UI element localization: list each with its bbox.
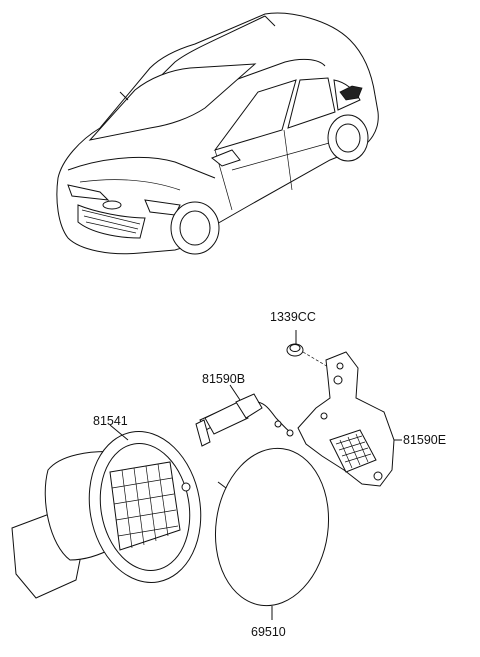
label-81541: 81541 [93,414,128,428]
part-81590e [297,351,402,487]
part-81590b [195,384,294,447]
fuel-door-highlight [339,85,363,101]
part-69510 [214,447,330,620]
part-1339cc [286,330,331,369]
label-69510: 69510 [251,625,286,639]
car-illustration [56,12,379,255]
label-81590b: 81590B [202,372,245,386]
part-81541 [11,424,202,599]
label-81590e: 81590E [403,433,446,447]
label-1339cc: 1339CC [270,310,316,324]
